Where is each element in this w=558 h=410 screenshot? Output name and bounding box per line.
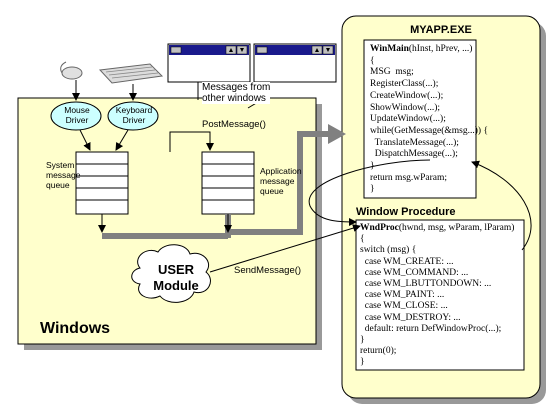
code-text: DispatchMessage(...); — [370, 149, 458, 160]
code-line: return(0); — [360, 346, 396, 357]
code-text: TranslateMessage(...); — [370, 137, 459, 148]
keyboard-driver-label: Keyboard Driver — [115, 105, 153, 125]
window-procedure-title: Window Procedure — [356, 206, 456, 218]
mouse-driver-oval — [50, 101, 102, 131]
code-line: case WM_COMMAND: ... — [360, 267, 469, 279]
user-module-cloud — [131, 244, 211, 303]
code-text: (hInst, hPrev, ...) — [408, 44, 473, 54]
system-message-queue — [75, 151, 129, 215]
windows-area — [17, 97, 317, 345]
code-text: (hwnd, msg, wParam, lParam) — [398, 223, 515, 233]
code-text: MSG msg; — [370, 67, 414, 78]
function-name: WinMain — [370, 44, 409, 54]
wndproc-box — [355, 219, 525, 371]
code-text: ShowWindow(...); — [370, 102, 441, 113]
code-text: } — [360, 357, 365, 368]
code-text: case WM_COMMAND: ... — [360, 267, 469, 278]
code-text: return msg.wParam; — [370, 172, 448, 183]
code-line: case WM_LBUTTONDOWN: ... — [360, 279, 492, 290]
code-line: } — [360, 335, 365, 346]
code-line: ShowWindow(...); — [370, 103, 440, 114]
code-line: CreateWindow(...); — [370, 91, 443, 102]
mouse-icon — [60, 61, 83, 80]
gray-route-to-app — [225, 131, 330, 236]
code-text: { — [370, 55, 375, 66]
code-line: case WM_CREATE: ... — [360, 257, 454, 268]
application-message-queue — [201, 151, 255, 215]
mouse-to-queue-arrow — [79, 129, 91, 151]
code-line: case WM_DESTROY: ... — [360, 313, 461, 324]
code-text: case WM_PAINT: ... — [360, 290, 445, 301]
code-text: case WM_LBUTTONDOWN: ... — [360, 279, 492, 289]
code-line: while(GetMessage(&msg...)) { — [370, 126, 488, 137]
code-line: return msg.wParam; — [370, 173, 447, 184]
code-line: } — [360, 357, 365, 368]
code-line: } — [370, 161, 375, 172]
windows-title: Windows — [40, 320, 111, 337]
user-module-label: USER Module — [153, 262, 199, 293]
code-text: } — [370, 184, 375, 195]
code-text: case WM_CLOSE: ... — [360, 301, 448, 312]
postmessage-label: PostMessage() — [202, 119, 266, 130]
code-line: TranslateMessage(...); — [370, 138, 459, 149]
sendmessage-arrow — [209, 224, 361, 273]
sendmessage-label: SendMessage() — [234, 265, 302, 276]
mouse-driver-label: Mouse Driver — [64, 105, 90, 125]
code-text: return(0); — [360, 346, 397, 357]
code-line: WndProc(hwnd, msg, wParam, lParam) — [360, 223, 514, 234]
system-queue-label: System message queue — [46, 160, 81, 190]
code-line: UpdateWindow(...); — [370, 114, 446, 125]
code-text: { — [360, 234, 365, 245]
wndproc-return-arrow — [471, 160, 532, 251]
code-line: default: return DefWindowProc(...); — [360, 323, 502, 335]
code-line: } — [370, 184, 375, 195]
code-text: } — [370, 161, 375, 171]
app-queue-label: Application message queue — [260, 166, 302, 196]
other-window-2 — [253, 43, 337, 83]
messages-label: Messages from other windows — [202, 82, 271, 104]
function-name: WndProc — [360, 223, 399, 233]
code-line: case WM_PAINT: ... — [360, 290, 444, 301]
code-line: RegisterClass(...); — [370, 79, 438, 90]
keyboard-icon — [98, 63, 164, 84]
code-text: RegisterClass(...); — [370, 79, 439, 90]
myapp-title: MYAPP.EXE — [410, 24, 472, 36]
code-text: while(GetMessage(&msg...)) { — [370, 125, 489, 136]
winmain-box — [363, 39, 477, 199]
keyboard-to-queue-arrow — [115, 129, 129, 151]
code-line: WinMain(hInst, hPrev, ...) — [370, 44, 472, 55]
other-window-1 — [167, 43, 251, 83]
code-text: default: return DefWindowProc(...); — [360, 323, 502, 334]
code-text: case WM_DESTROY: ... — [360, 312, 461, 323]
keyboard-driver-oval — [107, 101, 159, 131]
code-text: UpdateWindow(...); — [370, 114, 446, 125]
code-text: } — [360, 335, 365, 345]
code-line: { — [360, 234, 365, 245]
code-text: case WM_CREATE: ... — [360, 256, 454, 267]
code-text: CreateWindow(...); — [370, 90, 444, 101]
gray-route-arrowhead — [328, 124, 346, 144]
code-line: case WM_CLOSE: ... — [360, 301, 448, 312]
code-text: switch (msg) { — [360, 245, 417, 256]
postmessage-arrow — [169, 131, 214, 152]
code-line: switch (msg) { — [360, 245, 416, 256]
dispatch-to-wndproc-arrow — [308, 159, 431, 226]
code-line: { — [370, 56, 375, 67]
code-line: DispatchMessage(...); — [370, 149, 458, 160]
code-line: MSG msg; — [370, 67, 414, 78]
